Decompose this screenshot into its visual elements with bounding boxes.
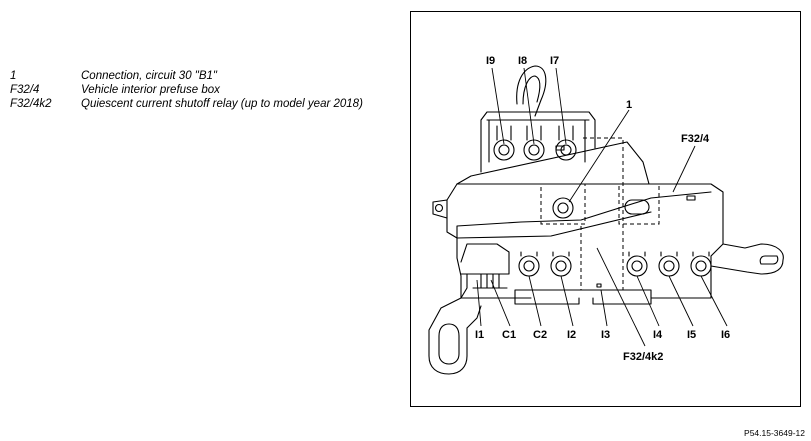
callout-c1: C1	[502, 329, 516, 341]
legend-code: 1	[10, 70, 17, 82]
callout-i5: I5	[687, 329, 696, 341]
callout-i9: I9	[486, 55, 495, 67]
fuse-box-drawing: I9 I8 I7 1 F32/4 I1 C1 C2 I2 I3 I4 I5 I6…	[428, 55, 784, 375]
diagram-frame: I9 I8 I7 1 F32/4 I1 C1 C2 I2 I3 I4 I5 I6…	[410, 11, 801, 407]
callout-i3: I3	[601, 329, 610, 341]
callout-i8: I8	[518, 55, 527, 67]
callout-f32-4: F32/4	[681, 133, 710, 145]
callout-i1: I1	[475, 329, 484, 341]
callout-i2: I2	[567, 329, 576, 341]
callout-i4: I4	[653, 329, 663, 341]
callout-f32-4k2: F32/4k2	[623, 351, 663, 363]
callout-1: 1	[626, 99, 632, 111]
callout-c2: C2	[533, 329, 547, 341]
figure-id: P54.15-3649-12	[744, 428, 805, 438]
legend-text: Vehicle interior prefuse box	[81, 84, 220, 96]
legend-text: Quiescent current shutoff relay (up to m…	[81, 98, 363, 110]
callout-i7: I7	[550, 55, 559, 67]
callout-i6: I6	[721, 329, 730, 341]
legend-code: F32/4k2	[10, 98, 52, 110]
legend-text: Connection, circuit 30 "B1"	[81, 70, 218, 82]
legend-code: F32/4	[10, 84, 40, 96]
